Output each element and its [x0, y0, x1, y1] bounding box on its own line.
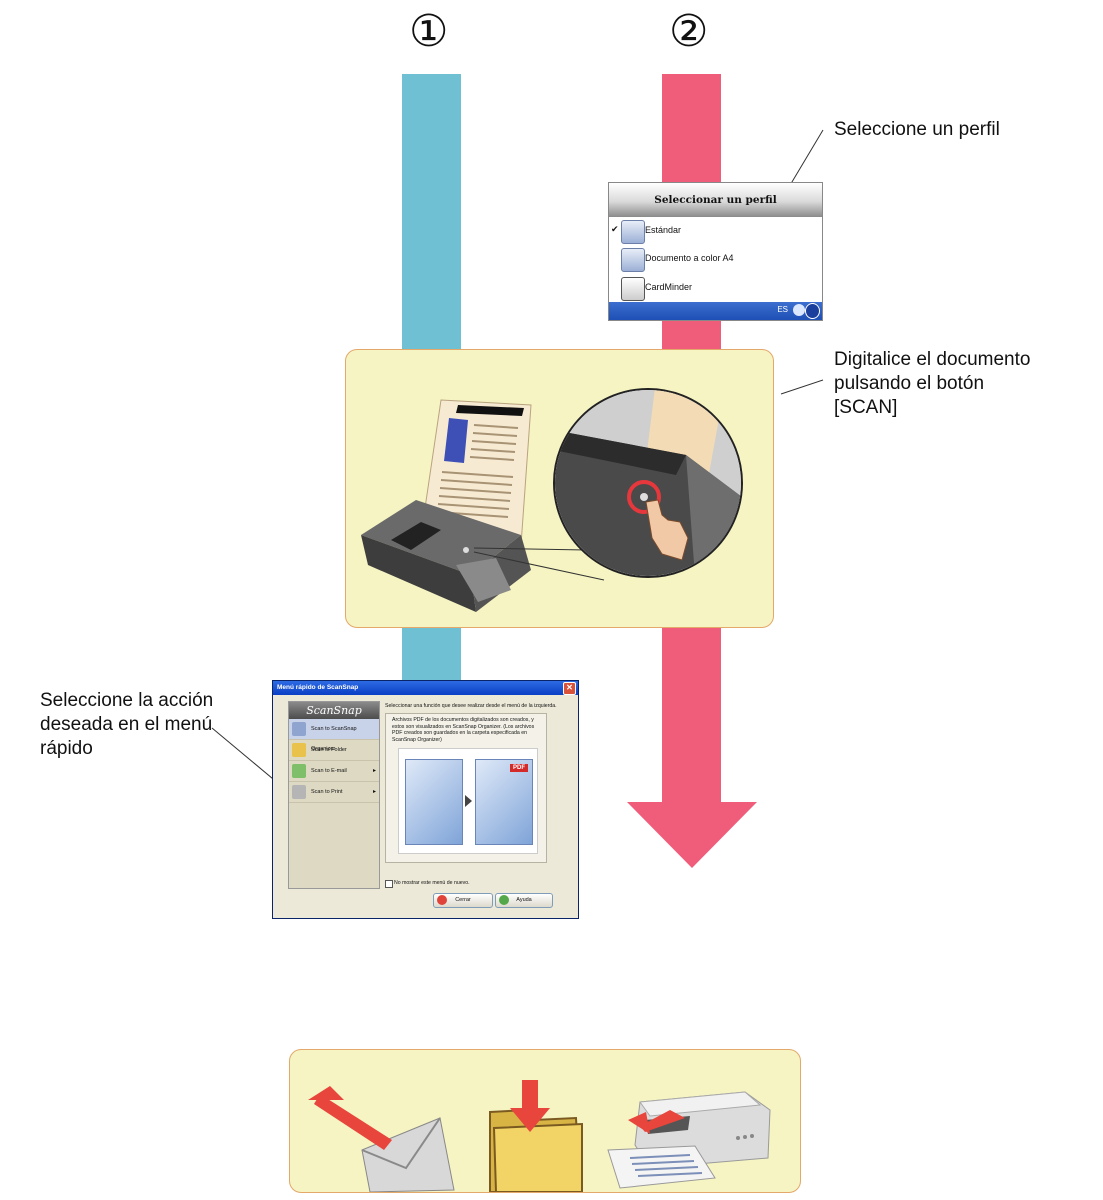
- callout-select-profile: Seleccione un perfil: [834, 119, 1000, 140]
- output-panel: [289, 1049, 801, 1193]
- help-button[interactable]: Ayuda: [495, 893, 553, 908]
- pdf-badge: PDF: [510, 764, 528, 772]
- preview-frame: PDF: [398, 748, 538, 854]
- cardminder-icon: [621, 277, 645, 301]
- close-button-label: Cerrar: [455, 897, 471, 903]
- quick-menu-window: Menú rápido de ScanSnap ✕ ScanSnap Scan …: [272, 680, 579, 919]
- folder-user-icon: [292, 743, 306, 757]
- menu-item-label: Scan to Folder: [311, 747, 347, 753]
- quick-menu-sidebar: ScanSnap Scan to ScanSnap Organizer Scan…: [288, 701, 380, 889]
- email-icon: [292, 764, 306, 778]
- arrow-right-icon: [465, 795, 472, 807]
- quick-menu-description: Archivos PDF de los documentos digitaliz…: [392, 717, 535, 743]
- scan-preview-icon: [405, 759, 463, 845]
- menu-item-print[interactable]: Scan to Print ▸: [289, 782, 379, 803]
- flow-marker-2: ②: [669, 6, 709, 57]
- scan-button-zoom: [553, 388, 743, 578]
- menu-item-label: Scan to ScanSnap Organizer: [311, 726, 357, 752]
- profile-icon: [621, 220, 645, 244]
- dont-show-label: No mostrar este menú de nuevo.: [394, 880, 470, 886]
- scan-step-panel: [345, 349, 774, 628]
- check-icon: ✔: [611, 224, 619, 234]
- quick-menu-titlebar: Menú rápido de ScanSnap ✕: [273, 681, 578, 695]
- scanner-illustration: [361, 388, 743, 612]
- close-button[interactable]: Cerrar: [433, 893, 493, 908]
- profile-item-documento[interactable]: Documento a color A4: [609, 248, 822, 272]
- scansnap-logo: ScanSnap: [289, 702, 379, 719]
- menu-item-folder[interactable]: Scan to Folder: [289, 740, 379, 761]
- profile-popup: Seleccionar un perfil ✔ Estándar Documen…: [608, 182, 823, 321]
- folder-icon: [489, 1080, 583, 1192]
- menu-item-label: Scan to E-mail: [311, 768, 347, 774]
- quick-menu-instruction: Seleccionar una función que desee realiz…: [385, 703, 557, 709]
- callout-select-action: Seleccione la acción deseada en el menú …: [40, 690, 214, 759]
- quick-menu-description-panel: Archivos PDF de los documentos digitaliz…: [385, 713, 547, 863]
- organizer-icon: [292, 722, 306, 736]
- organizer-preview-icon: PDF: [475, 759, 533, 845]
- menu-item-organizer[interactable]: Scan to ScanSnap Organizer: [289, 719, 379, 752]
- flow-marker-1: ①: [409, 6, 449, 57]
- menu-item-label: Scan to Print: [311, 789, 343, 795]
- menu-item-email[interactable]: Scan to E-mail ▸: [289, 761, 379, 782]
- quick-menu-title: Menú rápido de ScanSnap: [277, 684, 359, 691]
- printer-icon: [607, 1091, 771, 1189]
- submenu-arrow-icon: ▸: [372, 768, 376, 774]
- profile-item-label: CardMinder: [645, 282, 693, 292]
- profile-item-label: Documento a color A4: [645, 253, 734, 263]
- back-icon[interactable]: [793, 304, 805, 316]
- taskbar-language[interactable]: ES: [777, 305, 788, 314]
- scanner-icon: [361, 500, 531, 612]
- close-icon[interactable]: ✕: [563, 682, 576, 695]
- dont-show-checkbox[interactable]: [385, 880, 393, 888]
- close-button-icon: [437, 895, 447, 905]
- profile-icon: [621, 248, 645, 272]
- profile-item-cardminder[interactable]: CardMinder: [609, 277, 822, 301]
- document-icon: [420, 399, 532, 546]
- leader-line-scan: [780, 379, 824, 395]
- profile-popup-title: Seleccionar un perfil: [609, 183, 822, 217]
- output-illustrations: [308, 1080, 771, 1192]
- print-icon: [292, 785, 306, 799]
- help-button-icon: [499, 895, 509, 905]
- scansnap-tray-icon[interactable]: [805, 303, 820, 319]
- help-button-label: Ayuda: [516, 897, 532, 903]
- profile-item-estandar[interactable]: ✔ Estándar: [609, 220, 822, 244]
- submenu-arrow-icon: ▸: [372, 789, 376, 795]
- envelope-icon: [308, 1086, 455, 1192]
- profile-item-label: Estándar: [645, 225, 682, 235]
- taskbar: ES: [609, 302, 822, 320]
- callout-scan-document: Digitalice el documento pulsando el botó…: [834, 349, 1031, 418]
